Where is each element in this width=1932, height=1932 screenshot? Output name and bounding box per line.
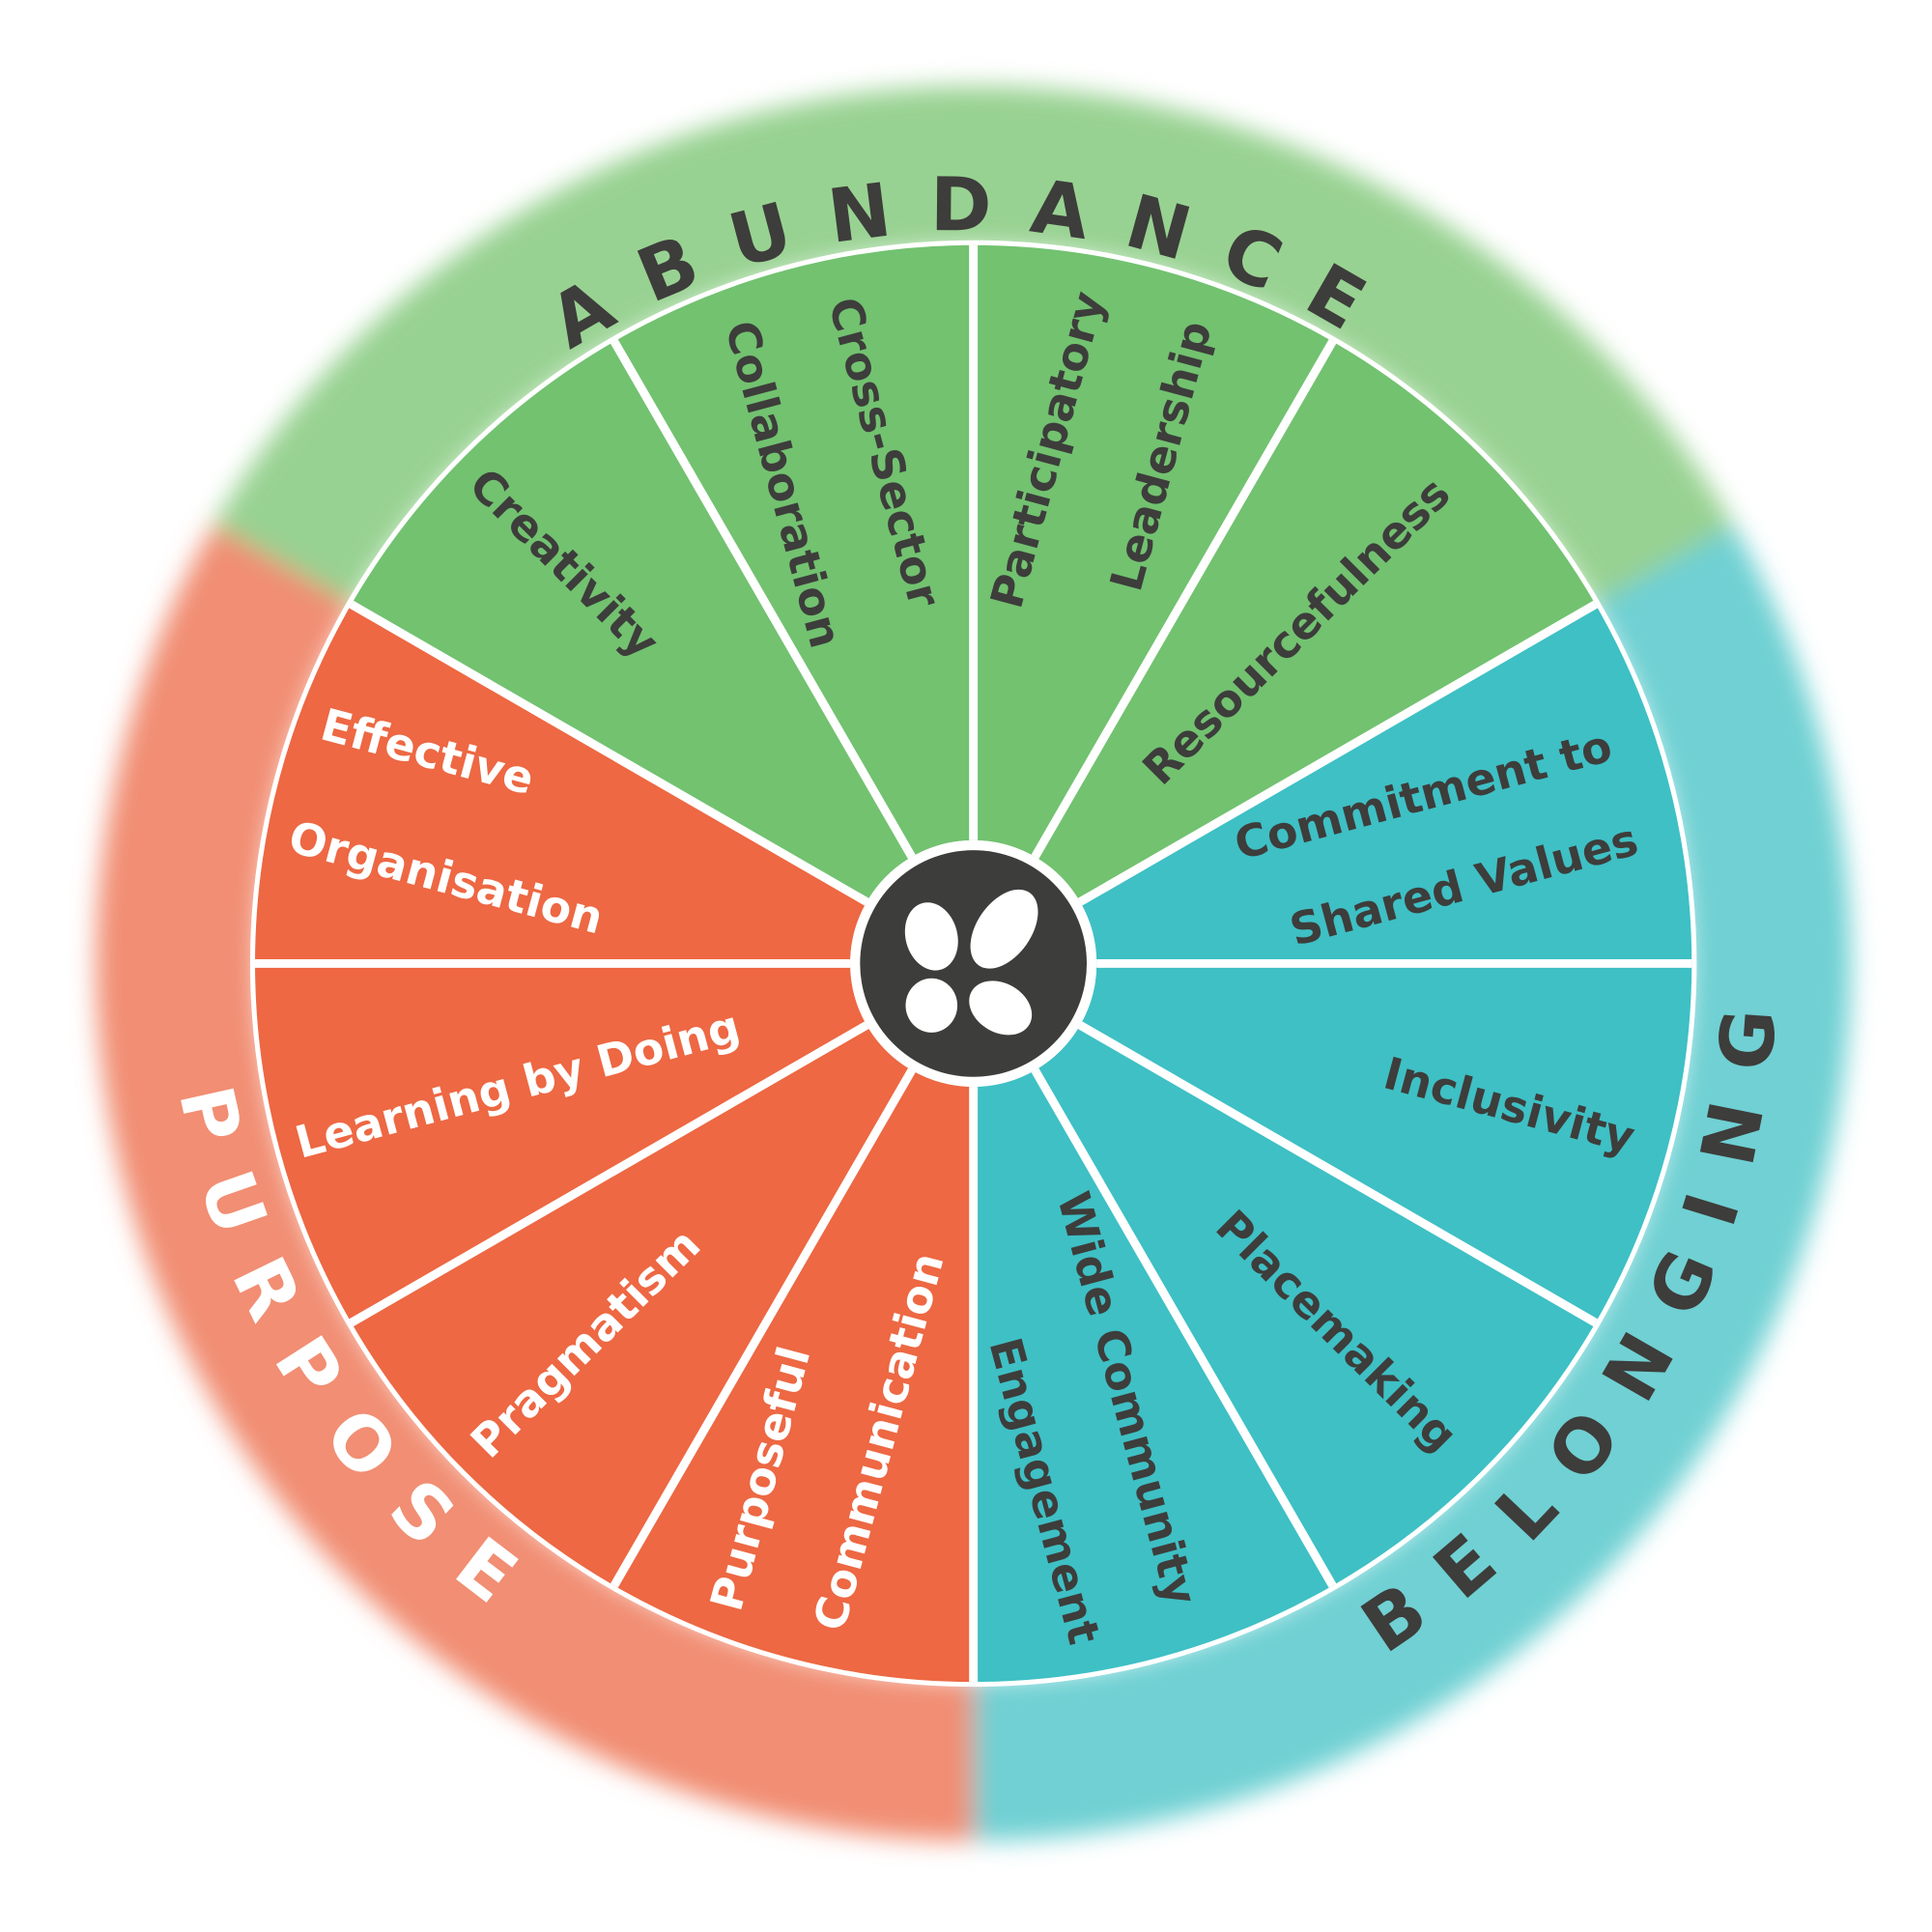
divider-line [1077, 1021, 1598, 1327]
wedge-purpose-1 [351, 1025, 912, 1586]
wedge-purpose-3 [255, 604, 867, 964]
wedge-belonging-0 [1080, 604, 1692, 964]
divider-line [1077, 600, 1598, 906]
wedge-abundance-3 [1035, 341, 1596, 902]
hub [850, 839, 1097, 1087]
divider-line [610, 339, 916, 860]
ring-band-purpose [96, 525, 974, 1841]
wedge-abundance-0 [351, 341, 912, 902]
wedge-purpose-0 [613, 1069, 974, 1683]
divider-line [1031, 339, 1337, 860]
divider-line [349, 600, 869, 906]
ring-band-belonging [973, 525, 1851, 1841]
wedge-belonging-3 [973, 1069, 1333, 1683]
wedge-abundance-2 [973, 244, 1333, 857]
divider-line [1031, 1067, 1337, 1588]
dividers [255, 244, 1692, 1683]
divider-line [610, 1067, 916, 1588]
wedge-purpose-2 [255, 963, 867, 1323]
wedge-belonging-2 [1035, 1025, 1596, 1586]
divider-line [349, 1021, 869, 1327]
ring-band-abundance [213, 86, 1734, 606]
wedges [255, 244, 1692, 1683]
wedge-abundance-1 [613, 244, 974, 857]
outer-ring [96, 86, 1851, 1841]
wedge-belonging-1 [1080, 963, 1692, 1323]
four-seeds-logo-icon [904, 889, 1038, 1036]
